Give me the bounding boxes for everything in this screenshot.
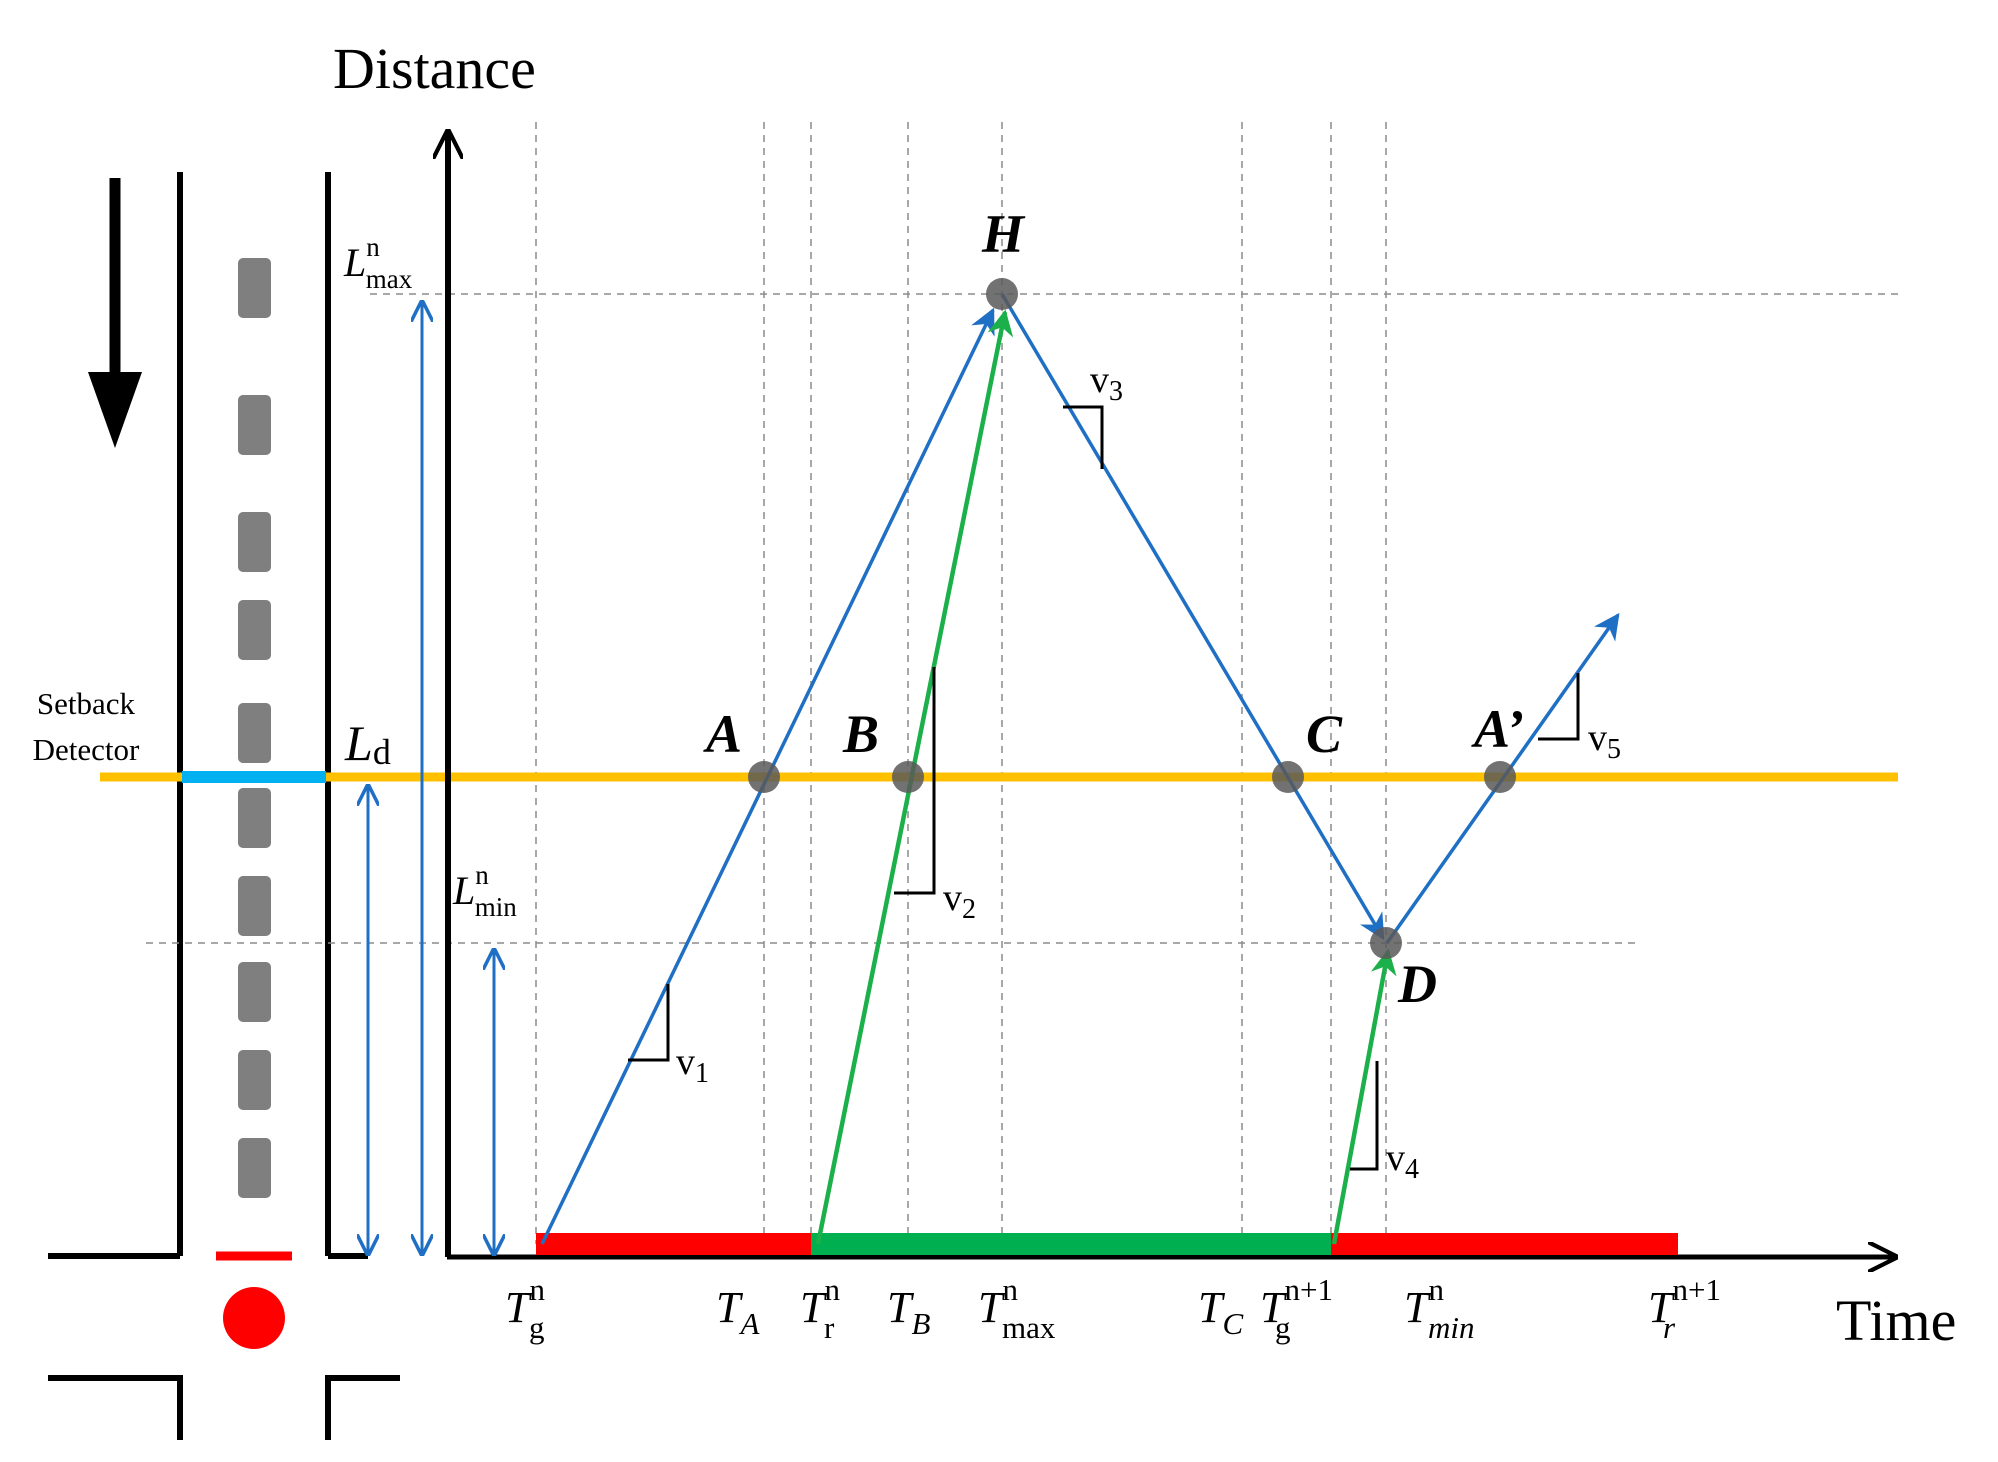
point-B-label: B: [842, 704, 879, 764]
vehicle-6: [238, 788, 271, 848]
slope-label-v4: v4: [1386, 1137, 1419, 1185]
ld-label: Ld: [344, 715, 391, 772]
slope-label-v2: v2: [943, 877, 976, 925]
point-C-marker: [1272, 761, 1304, 793]
point-H-label: H: [981, 204, 1026, 264]
detector-label-line1: Setback: [37, 686, 136, 721]
vehicle-9: [238, 1050, 271, 1110]
point-D-label: D: [1397, 954, 1437, 1014]
point-A-label: A: [703, 704, 742, 764]
time-label-TB: TB: [887, 1283, 930, 1341]
vehicle-3: [238, 512, 271, 572]
discharge-wave-2: [1331, 948, 1397, 1245]
vehicle-5: [238, 703, 271, 763]
red-signal-icon: [223, 1287, 285, 1349]
slope-marker-v5: [1538, 673, 1580, 741]
point-A-prime-label: A’: [1471, 699, 1524, 759]
slope-marker-v4: [1350, 1061, 1379, 1171]
road-corner-bottom-left: [48, 1375, 183, 1440]
vehicle-10: [238, 1138, 271, 1198]
slope-marker-v2: [894, 667, 936, 895]
point-A-marker: [748, 761, 780, 793]
point-H-marker: [986, 278, 1018, 310]
departure-wave: [1000, 293, 1385, 941]
point-C-label: C: [1306, 704, 1343, 764]
slope-marker-v3: [1063, 405, 1104, 469]
time-axis-label: Time: [1836, 1288, 1956, 1353]
vehicle-7: [238, 876, 271, 936]
time-label-TC: TC: [1198, 1283, 1243, 1341]
queued-vehicles: [238, 258, 271, 1198]
slope-marker-v1: [628, 984, 670, 1062]
slope-label-v1: v1: [676, 1041, 709, 1089]
traffic-direction-arrow-head: [88, 372, 142, 448]
vehicle-1: [238, 258, 271, 318]
distance-axis-label: Distance: [333, 36, 536, 101]
point-A-prime-marker: [1484, 761, 1516, 793]
slope-label-v5: v5: [1588, 717, 1621, 765]
slope-label-v3: v3: [1090, 359, 1123, 407]
vehicle-4: [238, 600, 271, 660]
vehicle-8: [238, 962, 271, 1022]
time-label-TA: TA: [716, 1283, 760, 1341]
point-D-marker: [1370, 927, 1402, 959]
key-points: [748, 278, 1516, 959]
road-schematic: [48, 172, 400, 1440]
point-B-marker: [892, 761, 924, 793]
detector-label-line2: Detector: [33, 732, 140, 767]
road-corner-bottom-right: [325, 1375, 400, 1440]
vehicle-2: [238, 395, 271, 455]
